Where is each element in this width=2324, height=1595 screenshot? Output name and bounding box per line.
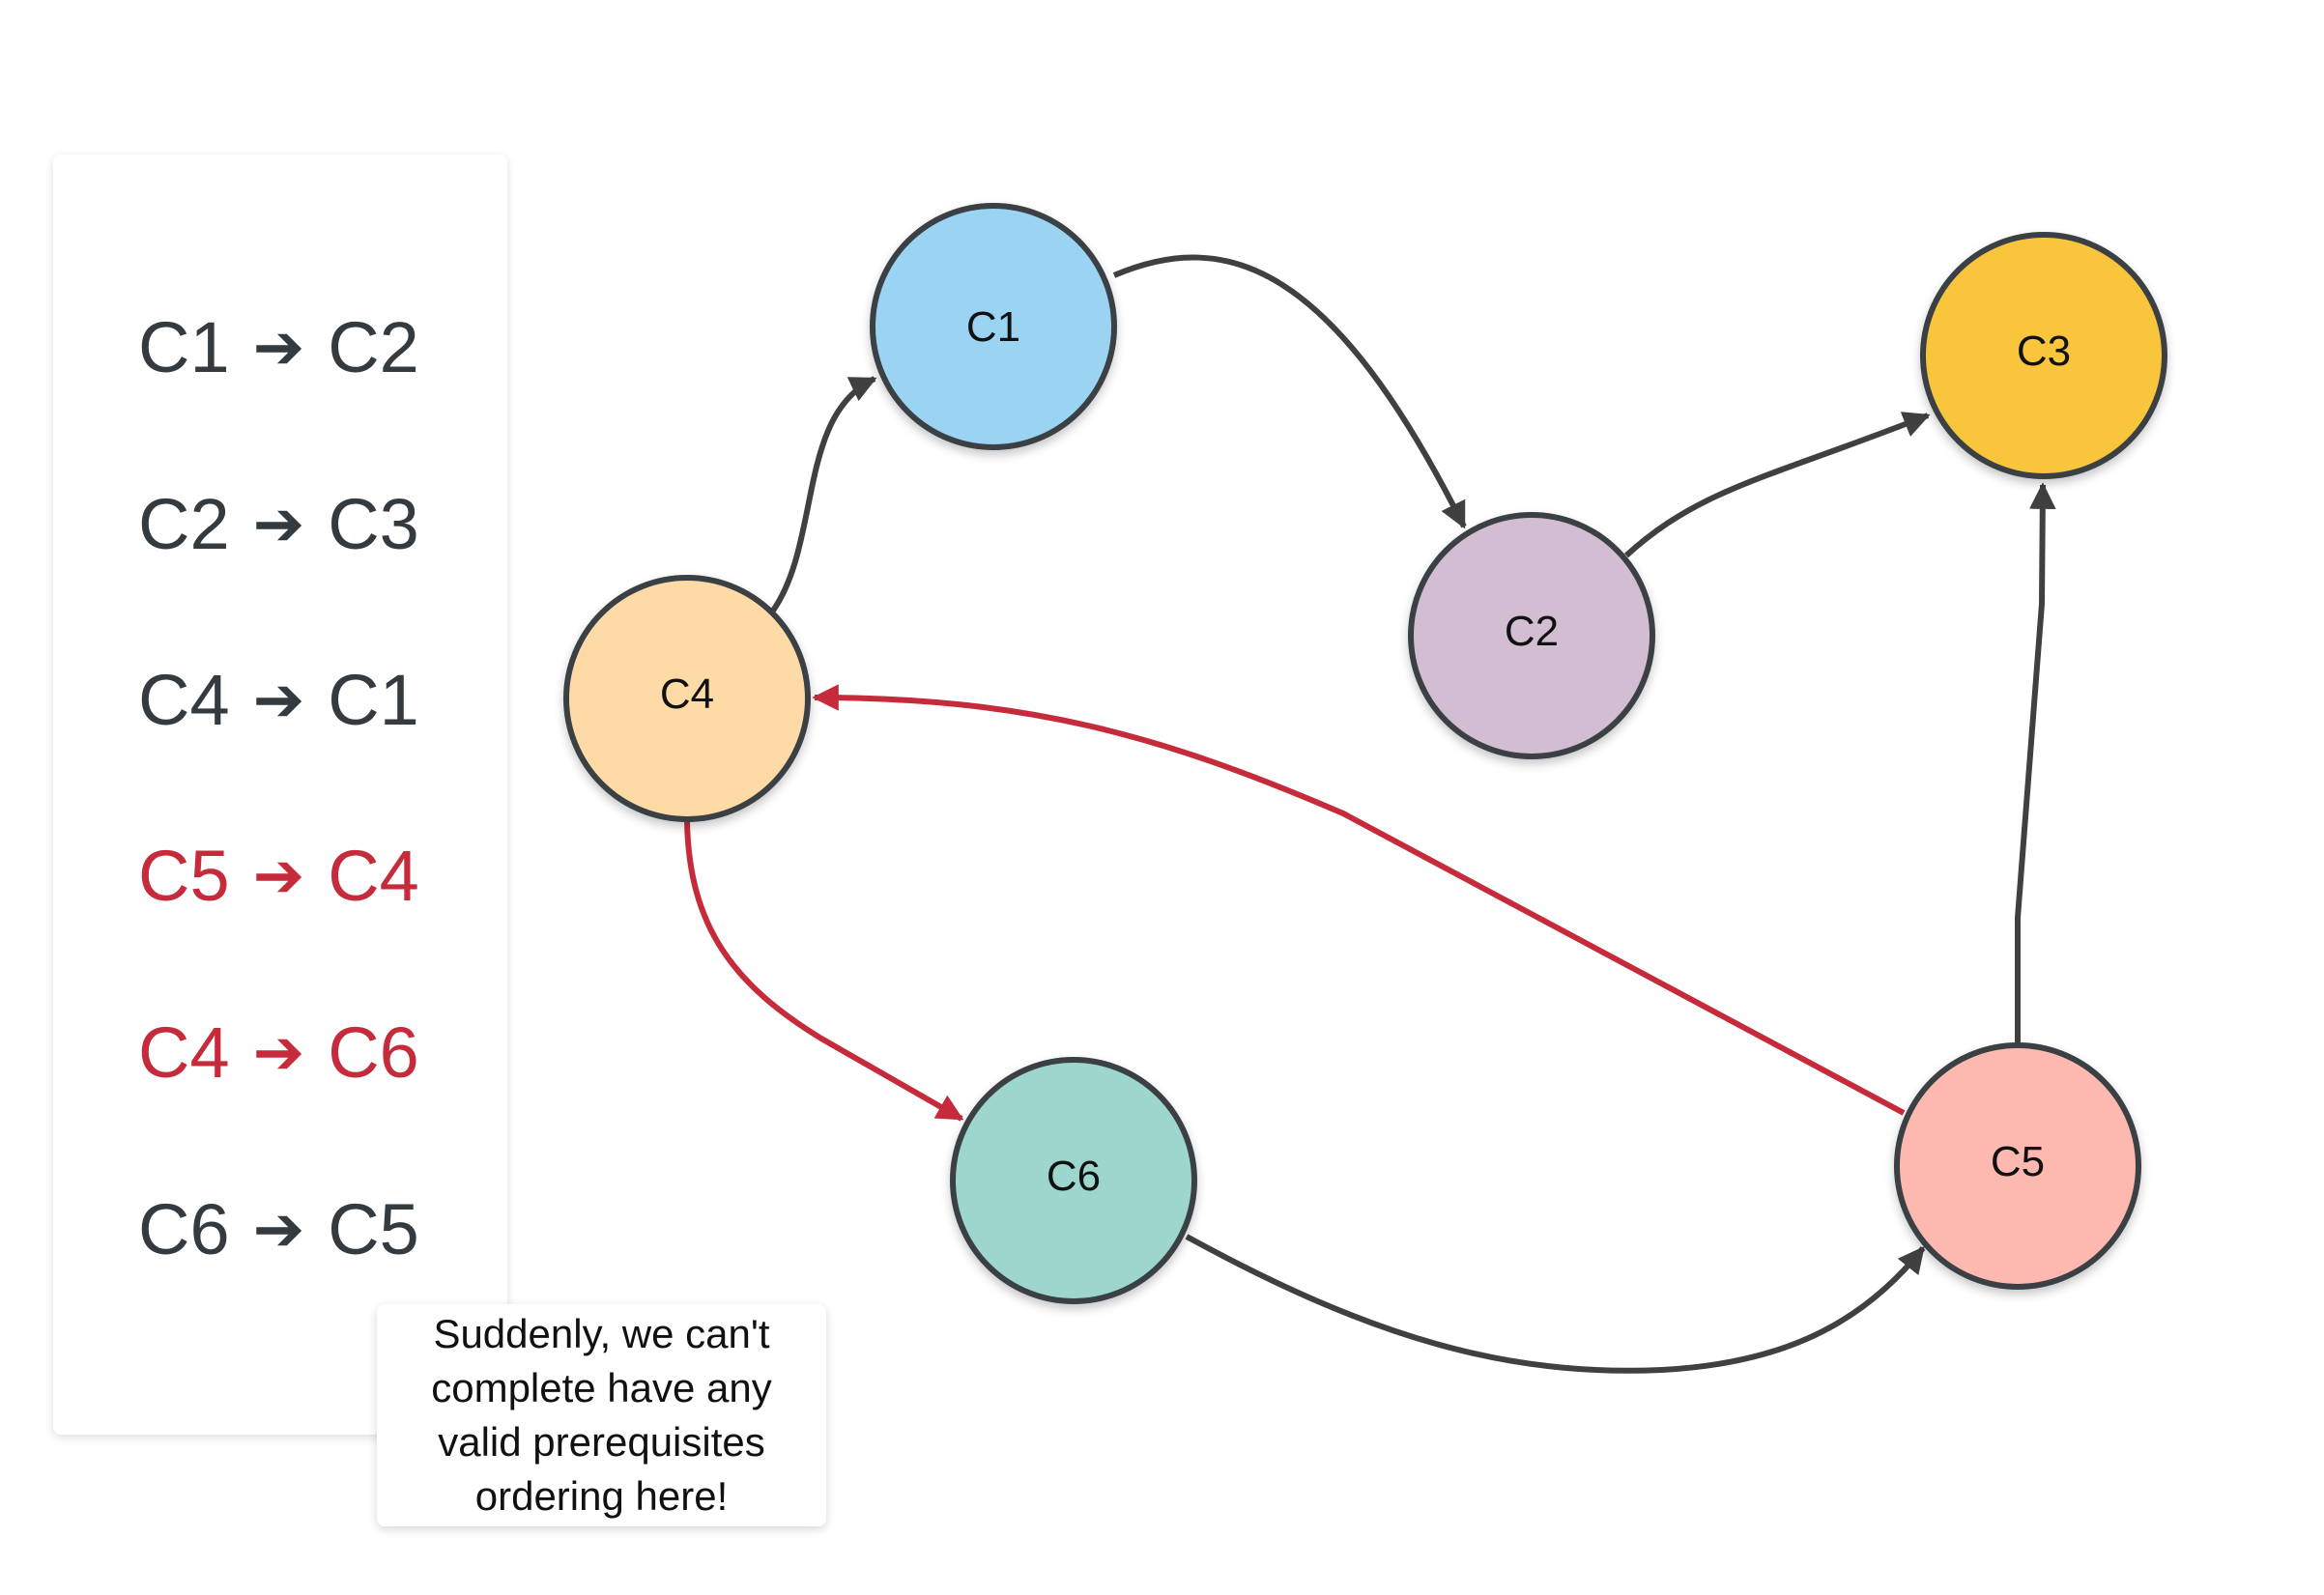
arrow-icon: ➔ — [252, 840, 305, 910]
edge-to: C6 — [328, 1012, 419, 1093]
edge-list-item-cycle: C5 ➔ C4 — [138, 833, 419, 920]
node-c3-label: C3 — [2017, 328, 2071, 375]
arrow-icon: ➔ — [252, 312, 305, 382]
edge-list-item: C4 ➔ C1 — [138, 657, 419, 744]
edge-c4-c6 — [684, 820, 964, 1122]
node-c5-label: C5 — [1991, 1138, 2045, 1185]
node-c1-circle — [870, 203, 1117, 450]
edge-to: C1 — [328, 660, 419, 740]
edge-c4-c1 — [770, 376, 877, 612]
edge-list-panel — [53, 155, 507, 1435]
edge-to: C2 — [328, 307, 419, 387]
node-c5: C5 — [1894, 1042, 2141, 1290]
node-c4-circle — [563, 575, 811, 822]
edge-list-item: C2 ➔ C3 — [138, 481, 419, 568]
edge-to: C5 — [328, 1189, 419, 1269]
node-c2: C2 — [1408, 512, 1655, 759]
edge-c5-c4 — [812, 684, 1906, 1116]
arrow-icon: ➔ — [252, 1194, 305, 1264]
annotation-note: Suddenly, we can't complete have any val… — [377, 1304, 826, 1526]
edge-to: C4 — [328, 836, 419, 916]
edge-from: C1 — [138, 307, 230, 387]
edge-c2-c3 — [1623, 412, 1931, 558]
node-c1-label: C1 — [966, 303, 1020, 351]
edge-c5-c3 — [2015, 482, 2056, 1045]
edge-from: C4 — [138, 1012, 230, 1093]
edge-from: C5 — [138, 836, 230, 916]
node-c2-label: C2 — [1505, 608, 1559, 655]
node-c6-label: C6 — [1047, 1153, 1101, 1200]
edge-from: C2 — [138, 484, 230, 564]
arrow-icon: ➔ — [252, 1017, 305, 1087]
node-c3-circle — [1920, 232, 2167, 479]
node-c4-label: C4 — [660, 670, 714, 718]
edge-from: C4 — [138, 660, 230, 740]
annotation-text: Suddenly, we can't complete have any val… — [431, 1311, 772, 1519]
edge-c6-c5 — [1185, 1234, 1926, 1374]
edge-list-item-cycle: C4 ➔ C6 — [138, 1010, 419, 1097]
arrow-icon: ➔ — [252, 665, 305, 734]
arrow-icon: ➔ — [252, 489, 305, 558]
node-c6: C6 — [950, 1057, 1197, 1304]
edge-from: C6 — [138, 1189, 230, 1269]
edge-list-item: C1 ➔ C2 — [138, 304, 419, 391]
node-c6-circle — [950, 1057, 1197, 1304]
edge-to: C3 — [328, 484, 419, 564]
node-c2-circle — [1408, 512, 1655, 759]
node-c4: C4 — [563, 575, 811, 822]
edge-c1-c2 — [1112, 254, 1467, 529]
node-c3: C3 — [1920, 232, 2167, 479]
node-c5-circle — [1894, 1042, 2141, 1290]
node-c1: C1 — [870, 203, 1117, 450]
edge-list-item: C6 ➔ C5 — [138, 1186, 419, 1273]
